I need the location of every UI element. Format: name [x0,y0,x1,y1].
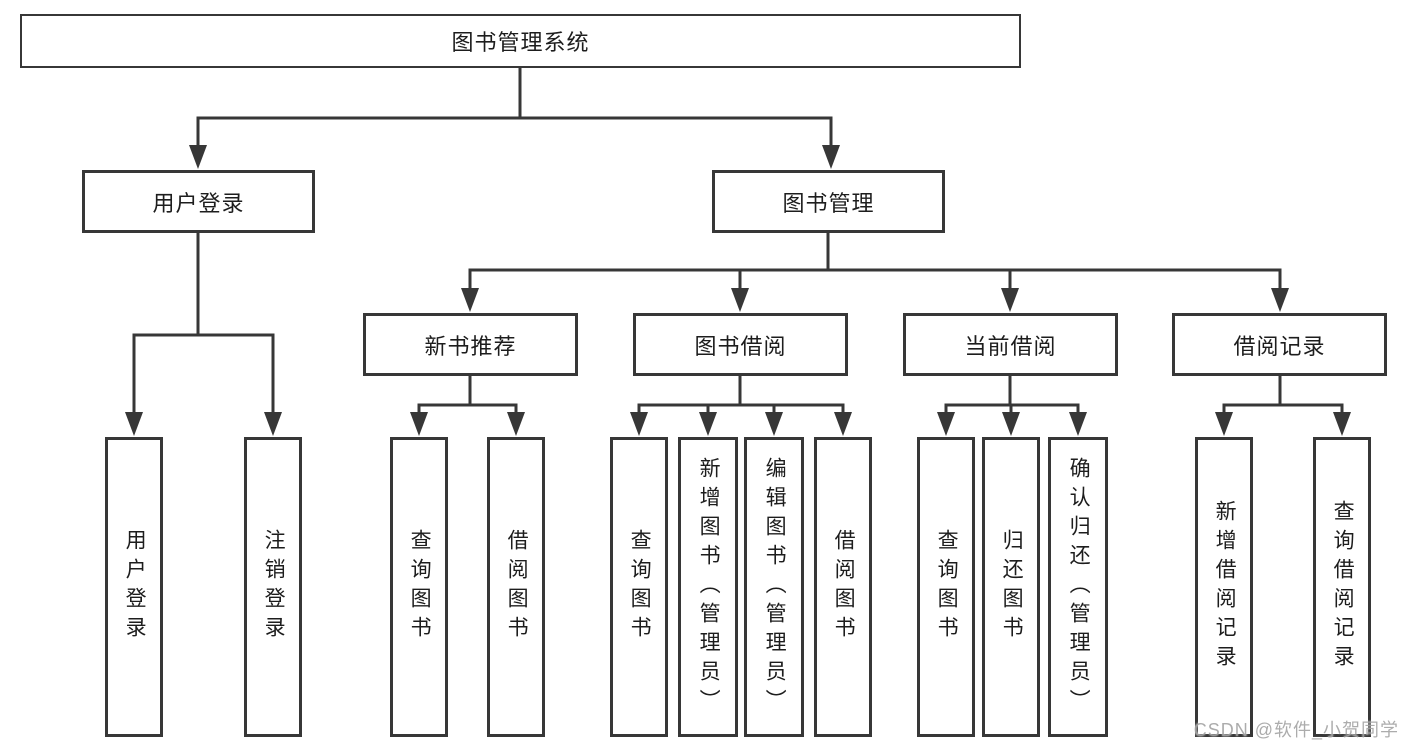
arrowhead-icon [264,412,282,436]
leaf-confirm-return-admin: 确认归还（管理员） [1048,437,1108,737]
arrowhead-icon [1001,288,1019,312]
arrowhead-icon [765,412,783,436]
leaf-edit-books-admin: 编辑图书（管理员） [744,437,804,737]
leaf-add-borrow-record: 新增借阅记录 [1195,437,1253,737]
arrowhead-icon [189,145,207,169]
leaf-return-books: 归还图书 [982,437,1040,737]
leaf-user-login: 用户登录 [105,437,163,737]
arrowhead-icon [1271,288,1289,312]
arrowhead-icon [1069,412,1087,436]
node-book-borrowing: 图书借阅 [633,313,848,376]
arrowhead-icon [699,412,717,436]
leaf-borrow-books-new: 借阅图书 [487,437,545,737]
leaf-add-books-admin: 新增图书（管理员） [678,437,738,737]
leaf-query-books-current: 查询图书 [917,437,975,737]
arrowhead-icon [937,412,955,436]
watermark: CSDN @软件_小贺同学 [1193,720,1399,740]
node-borrow-records: 借阅记录 [1172,313,1387,376]
arrowhead-icon [834,412,852,436]
leaf-borrow-books-borrow: 借阅图书 [814,437,872,737]
leaf-logout: 注销登录 [244,437,302,737]
arrowhead-icon [1333,412,1351,436]
node-book-management: 图书管理 [712,170,945,233]
node-new-book-recommend: 新书推荐 [363,313,578,376]
arrowhead-icon [630,412,648,436]
arrowhead-icon [410,412,428,436]
leaf-query-books-new: 查询图书 [390,437,448,737]
arrowhead-icon [1002,412,1020,436]
arrowhead-icon [507,412,525,436]
leaf-query-borrow-record: 查询借阅记录 [1313,437,1371,737]
arrowhead-icon [125,412,143,436]
arrowhead-icon [1215,412,1233,436]
node-root: 图书管理系统 [20,14,1021,68]
arrowhead-icon [731,288,749,312]
arrowhead-icon [822,145,840,169]
node-current-borrowing: 当前借阅 [903,313,1118,376]
leaf-query-books-borrow: 查询图书 [610,437,668,737]
node-user-login: 用户登录 [82,170,315,233]
arrowhead-icon [461,288,479,312]
